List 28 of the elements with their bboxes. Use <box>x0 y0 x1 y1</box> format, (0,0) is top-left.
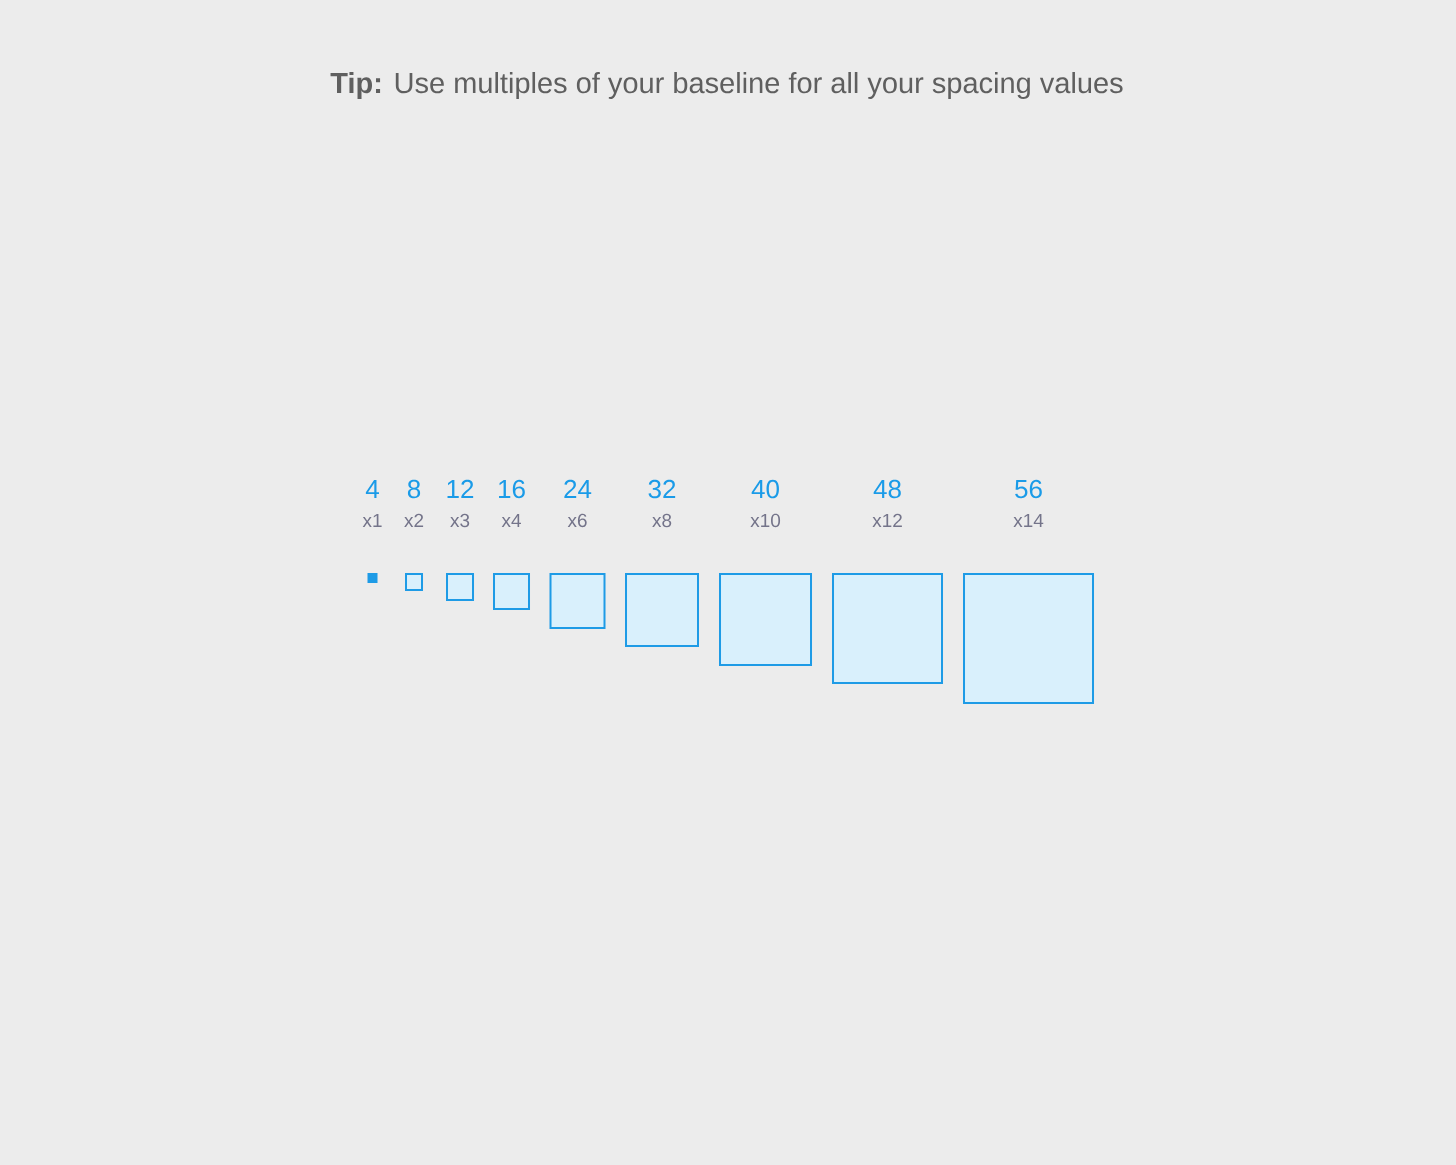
multiplier-label: x2 <box>404 513 424 527</box>
multiplier-label: x1 <box>362 513 382 527</box>
multiplier-label: x10 <box>750 513 781 528</box>
value-label: 56 <box>1015 479 1042 499</box>
value-label: 40 <box>751 479 779 499</box>
multiplier-label: x12 <box>872 513 902 527</box>
square <box>367 573 378 583</box>
value-label: 32 <box>648 479 676 499</box>
title: Tip: Use multiples of your baseline for all your spacing values <box>330 72 1123 99</box>
square <box>625 573 699 647</box>
value-label: 48 <box>873 479 901 499</box>
value-label: 4 <box>365 480 379 498</box>
square <box>963 573 1094 704</box>
square <box>446 573 474 601</box>
value-label: 8 <box>407 479 421 499</box>
multiplier-label: x3 <box>450 513 470 528</box>
value-label: 12 <box>447 479 474 498</box>
multiplier-label: x6 <box>567 513 587 528</box>
square <box>832 573 943 684</box>
square <box>405 573 423 591</box>
multiplier-label: x4 <box>501 513 521 527</box>
square <box>493 573 530 610</box>
multiplier-label: x14 <box>1013 513 1044 527</box>
multiplier-label: x8 <box>652 513 672 528</box>
square <box>719 573 812 666</box>
square <box>549 573 606 629</box>
value-label: 16 <box>499 479 525 499</box>
value-label: 24 <box>564 479 592 498</box>
